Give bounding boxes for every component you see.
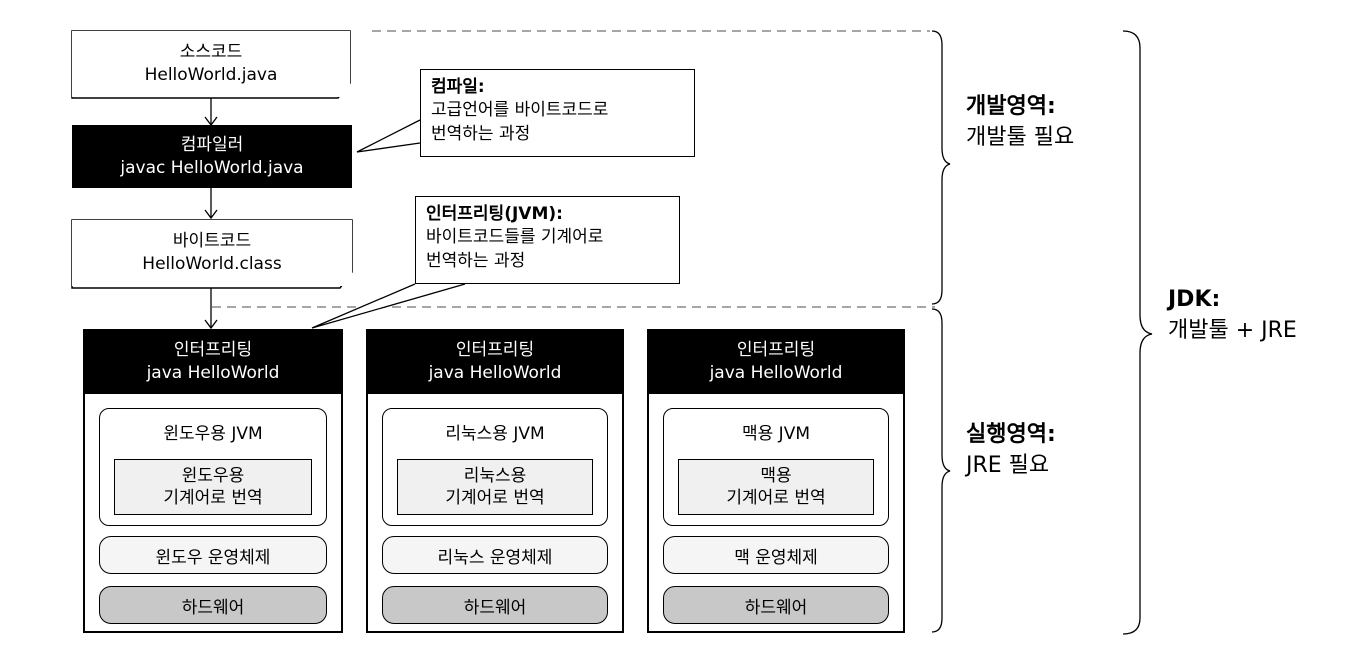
windows-os-box: 윈도우 운영체제 bbox=[99, 536, 327, 574]
linux-header-command: java HelloWorld bbox=[428, 363, 562, 383]
interpret-callout-pointer bbox=[311, 283, 466, 329]
compiler-box: 컴파일러 javac HelloWorld.java bbox=[72, 125, 352, 188]
linux-platform-panel: 인터프리팅 java HelloWorld 리눅스용 JVM 리눅스용 기계어로… bbox=[366, 329, 624, 633]
source-code-title: 소스코드 bbox=[179, 42, 243, 63]
source-code-file: HelloWorld.java bbox=[144, 65, 278, 85]
source-code-box: 소스코드 HelloWorld.java bbox=[72, 31, 350, 97]
jdk-brace bbox=[1122, 30, 1153, 635]
jdk-title: JDK: bbox=[1168, 287, 1221, 312]
linux-jvm-box: 리눅스용 JVM 리눅스용 기계어로 번역 bbox=[382, 408, 608, 526]
dev-area-label: 개발영역: 개발툴 필요 bbox=[966, 92, 1074, 154]
run-area-brace bbox=[931, 308, 951, 633]
mac-machine-code-box: 맥용 기계어로 번역 bbox=[678, 459, 874, 515]
compile-callout: 컴파일: 고급언어를 바이트코드로 번역하는 과정 bbox=[420, 69, 695, 157]
bytecode-box: 바이트코드 HelloWorld.class bbox=[72, 220, 352, 286]
mac-jvm-box: 맥용 JVM 맥용 기계어로 번역 bbox=[663, 408, 889, 526]
jdk-desc: 개발툴 + JRE bbox=[1168, 317, 1297, 343]
linux-header-title: 인터프리팅 bbox=[455, 340, 535, 361]
dev-area-brace bbox=[931, 30, 951, 305]
mac-inner-line2: 기계어로 번역 bbox=[726, 488, 826, 508]
linux-jvm-label: 리눅스용 JVM bbox=[445, 424, 545, 444]
mac-hardware-box: 하드웨어 bbox=[663, 586, 889, 624]
mac-header-command: java HelloWorld bbox=[709, 363, 843, 383]
interpret-callout-title: 인터프리팅(JVM): bbox=[426, 204, 563, 224]
windows-machine-code-box: 윈도우용 기계어로 번역 bbox=[114, 459, 312, 515]
windows-interpreter-header: 인터프리팅 java HelloWorld bbox=[84, 330, 342, 394]
run-area-desc: JRE 필요 bbox=[966, 452, 1050, 478]
windows-header-title: 인터프리팅 bbox=[173, 340, 253, 361]
compiler-title: 컴파일러 bbox=[180, 134, 244, 155]
mac-os-box: 맥 운영체제 bbox=[663, 536, 889, 574]
interpret-callout-line1: 바이트코드들를 기계어로 bbox=[426, 227, 604, 248]
bytecode-title: 바이트코드 bbox=[172, 231, 252, 252]
linux-machine-code-box: 리눅스용 기계어로 번역 bbox=[397, 459, 593, 515]
windows-jvm-box: 윈도우용 JVM 윈도우용 기계어로 번역 bbox=[99, 408, 327, 526]
dev-area-desc: 개발툴 필요 bbox=[966, 124, 1075, 150]
compile-callout-line2: 번역하는 과정 bbox=[431, 123, 531, 144]
linux-inner-line2: 기계어로 번역 bbox=[445, 488, 545, 508]
linux-interpreter-header: 인터프리팅 java HelloWorld bbox=[367, 330, 623, 394]
interpret-callout: 인터프리팅(JVM): 바이트코드들를 기계어로 번역하는 과정 bbox=[415, 196, 680, 284]
mac-jvm-label: 맥용 JVM bbox=[742, 424, 810, 444]
interpret-callout-line2: 번역하는 과정 bbox=[426, 250, 526, 271]
linux-hardware-box: 하드웨어 bbox=[382, 586, 608, 624]
compile-callout-title: 컴파일: bbox=[431, 77, 485, 97]
windows-platform-panel: 인터프리팅 java HelloWorld 윈도우용 JVM 윈도우용 기계어로… bbox=[83, 329, 343, 633]
bytecode-file: HelloWorld.class bbox=[142, 254, 282, 274]
jdk-label: JDK: 개발툴 + JRE bbox=[1168, 285, 1297, 347]
dev-area-title: 개발영역: bbox=[966, 94, 1056, 119]
mac-interpreter-header: 인터프리팅 java HelloWorld bbox=[648, 330, 904, 394]
mac-platform-panel: 인터프리팅 java HelloWorld 맥용 JVM 맥용 기계어로 번역 … bbox=[647, 329, 905, 633]
run-area-label: 실행영역: JRE 필요 bbox=[966, 420, 1056, 482]
linux-os-box: 리눅스 운영체제 bbox=[382, 536, 608, 574]
windows-inner-line1: 윈도우용 bbox=[181, 465, 245, 486]
compiler-command: javac HelloWorld.java bbox=[120, 157, 304, 178]
compile-callout-pointer bbox=[356, 119, 421, 153]
run-area-title: 실행영역: bbox=[966, 422, 1056, 447]
mac-header-title: 인터프리팅 bbox=[736, 340, 816, 361]
compile-callout-line1: 고급언어를 바이트코드로 bbox=[431, 100, 609, 121]
windows-header-command: java HelloWorld bbox=[146, 363, 280, 383]
windows-jvm-label: 윈도우용 JVM bbox=[163, 424, 263, 444]
mac-inner-line1: 맥용 bbox=[760, 465, 792, 486]
linux-inner-line1: 리눅스용 bbox=[463, 465, 527, 486]
windows-inner-line2: 기계어로 번역 bbox=[163, 488, 263, 508]
windows-hardware-box: 하드웨어 bbox=[99, 586, 327, 624]
